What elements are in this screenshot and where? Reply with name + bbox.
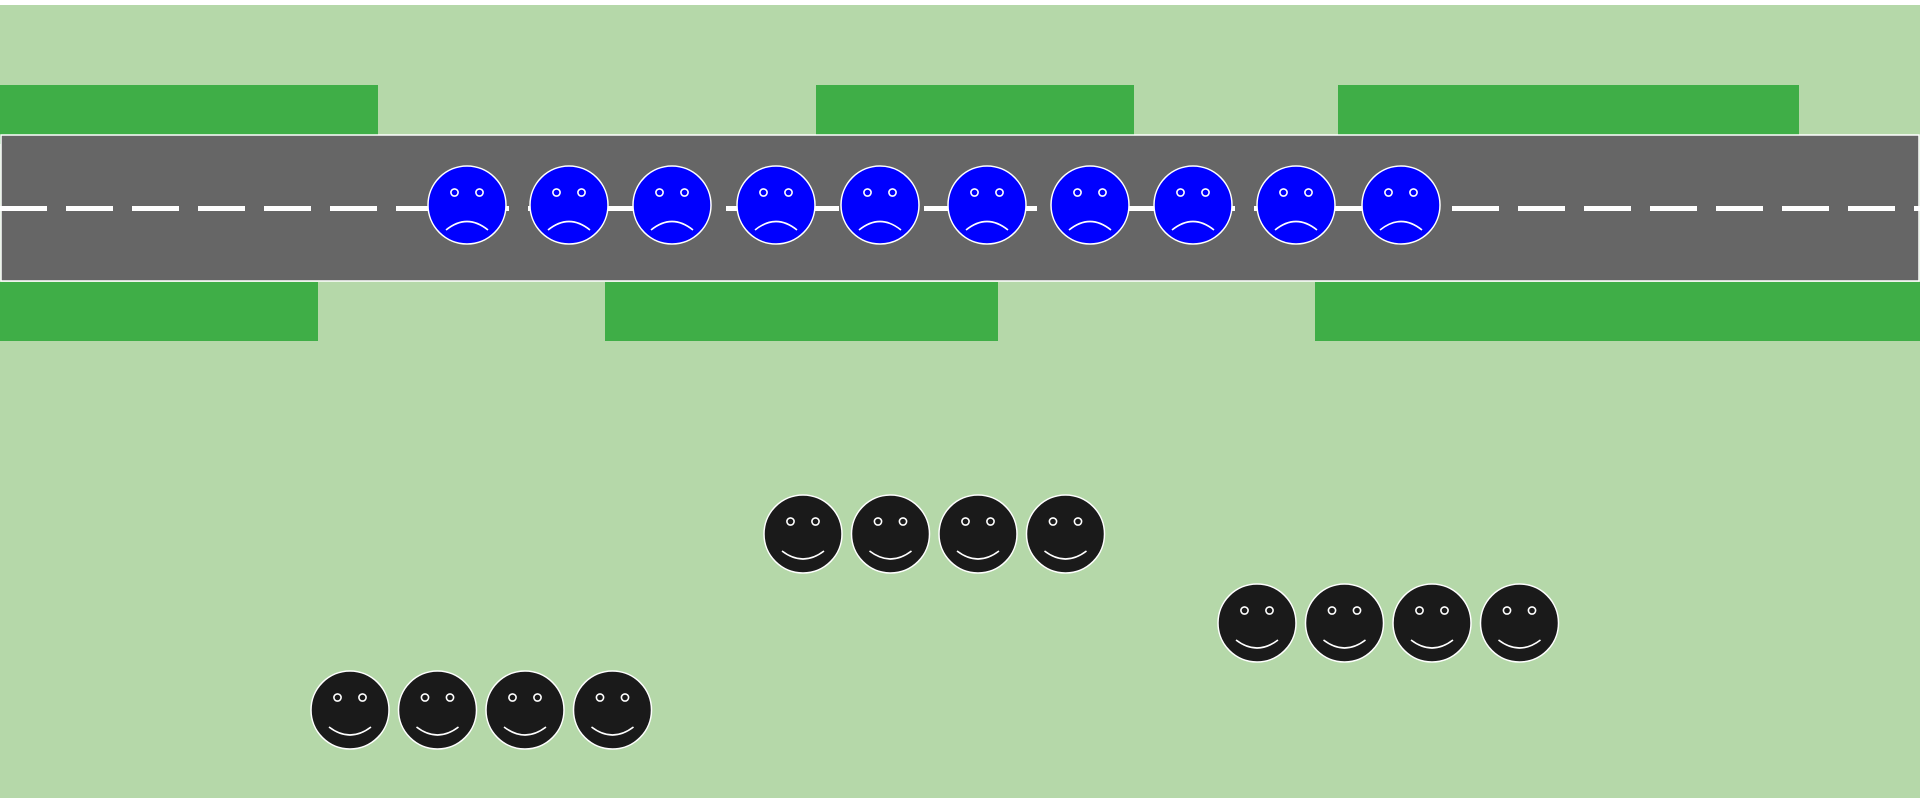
sad-face-3-head [633,166,711,244]
lane-dash [1848,206,1895,211]
happy-face-g3-2[interactable] [399,671,477,749]
sad-face-2[interactable] [530,166,608,244]
happy-face-g2-3[interactable] [1393,584,1471,662]
sad-face-2-head [530,166,608,244]
happy-face-g2-4[interactable] [1481,584,1559,662]
happy-face-g1-2-head [852,495,930,573]
happy-face-g2-1[interactable] [1218,584,1296,662]
lane-dash [0,206,47,211]
sad-face-8-head [1154,166,1232,244]
happy-face-g2-4-head [1481,584,1559,662]
happy-face-g2-2-head [1306,584,1384,662]
lane-dash [1452,206,1499,211]
hedge-bottom-1 [0,282,318,341]
happy-face-g3-3[interactable] [486,671,564,749]
happy-face-g1-4-head [1027,495,1105,573]
sad-face-10-head [1362,166,1440,244]
happy-face-g3-1[interactable] [311,671,389,749]
happy-face-g3-4-head [574,671,652,749]
sad-face-7[interactable] [1051,166,1129,244]
hedge-bottom-3 [1315,282,1920,341]
lane-dash [1914,206,1920,211]
happy-face-g1-3-head [939,495,1017,573]
lane-dash [132,206,179,211]
lane-dash [66,206,113,211]
sad-face-5-head [841,166,919,244]
happy-face-g3-3-head [486,671,564,749]
happy-face-g3-1-head [311,671,389,749]
hedges-bottom [0,282,1920,341]
sad-face-10[interactable] [1362,166,1440,244]
sad-face-8[interactable] [1154,166,1232,244]
sad-face-5[interactable] [841,166,919,244]
sad-face-3[interactable] [633,166,711,244]
lane-dash [1716,206,1763,211]
lane-dash [1584,206,1631,211]
happy-face-g1-1[interactable] [764,495,842,573]
lane-dash [1518,206,1565,211]
happy-face-g1-3[interactable] [939,495,1017,573]
sad-face-4[interactable] [737,166,815,244]
sad-face-7-head [1051,166,1129,244]
hedge-bottom-2 [605,282,998,341]
happy-face-g1-2[interactable] [852,495,930,573]
happy-face-g1-4[interactable] [1027,495,1105,573]
happy-face-g2-2[interactable] [1306,584,1384,662]
happy-face-g2-3-head [1393,584,1471,662]
lane-dash [198,206,245,211]
sad-face-1-head [428,166,506,244]
happy-face-g3-4[interactable] [574,671,652,749]
sad-face-6-head [948,166,1026,244]
lane-dash [330,206,377,211]
sad-face-1[interactable] [428,166,506,244]
lane-dash [264,206,311,211]
lane-dash [1650,206,1697,211]
sad-face-9-head [1257,166,1335,244]
happy-face-g2-1-head [1218,584,1296,662]
happy-face-g3-2-head [399,671,477,749]
sad-face-4-head [737,166,815,244]
sad-face-9[interactable] [1257,166,1335,244]
happy-face-g1-1-head [764,495,842,573]
lane-dash [1782,206,1829,211]
sad-face-6[interactable] [948,166,1026,244]
